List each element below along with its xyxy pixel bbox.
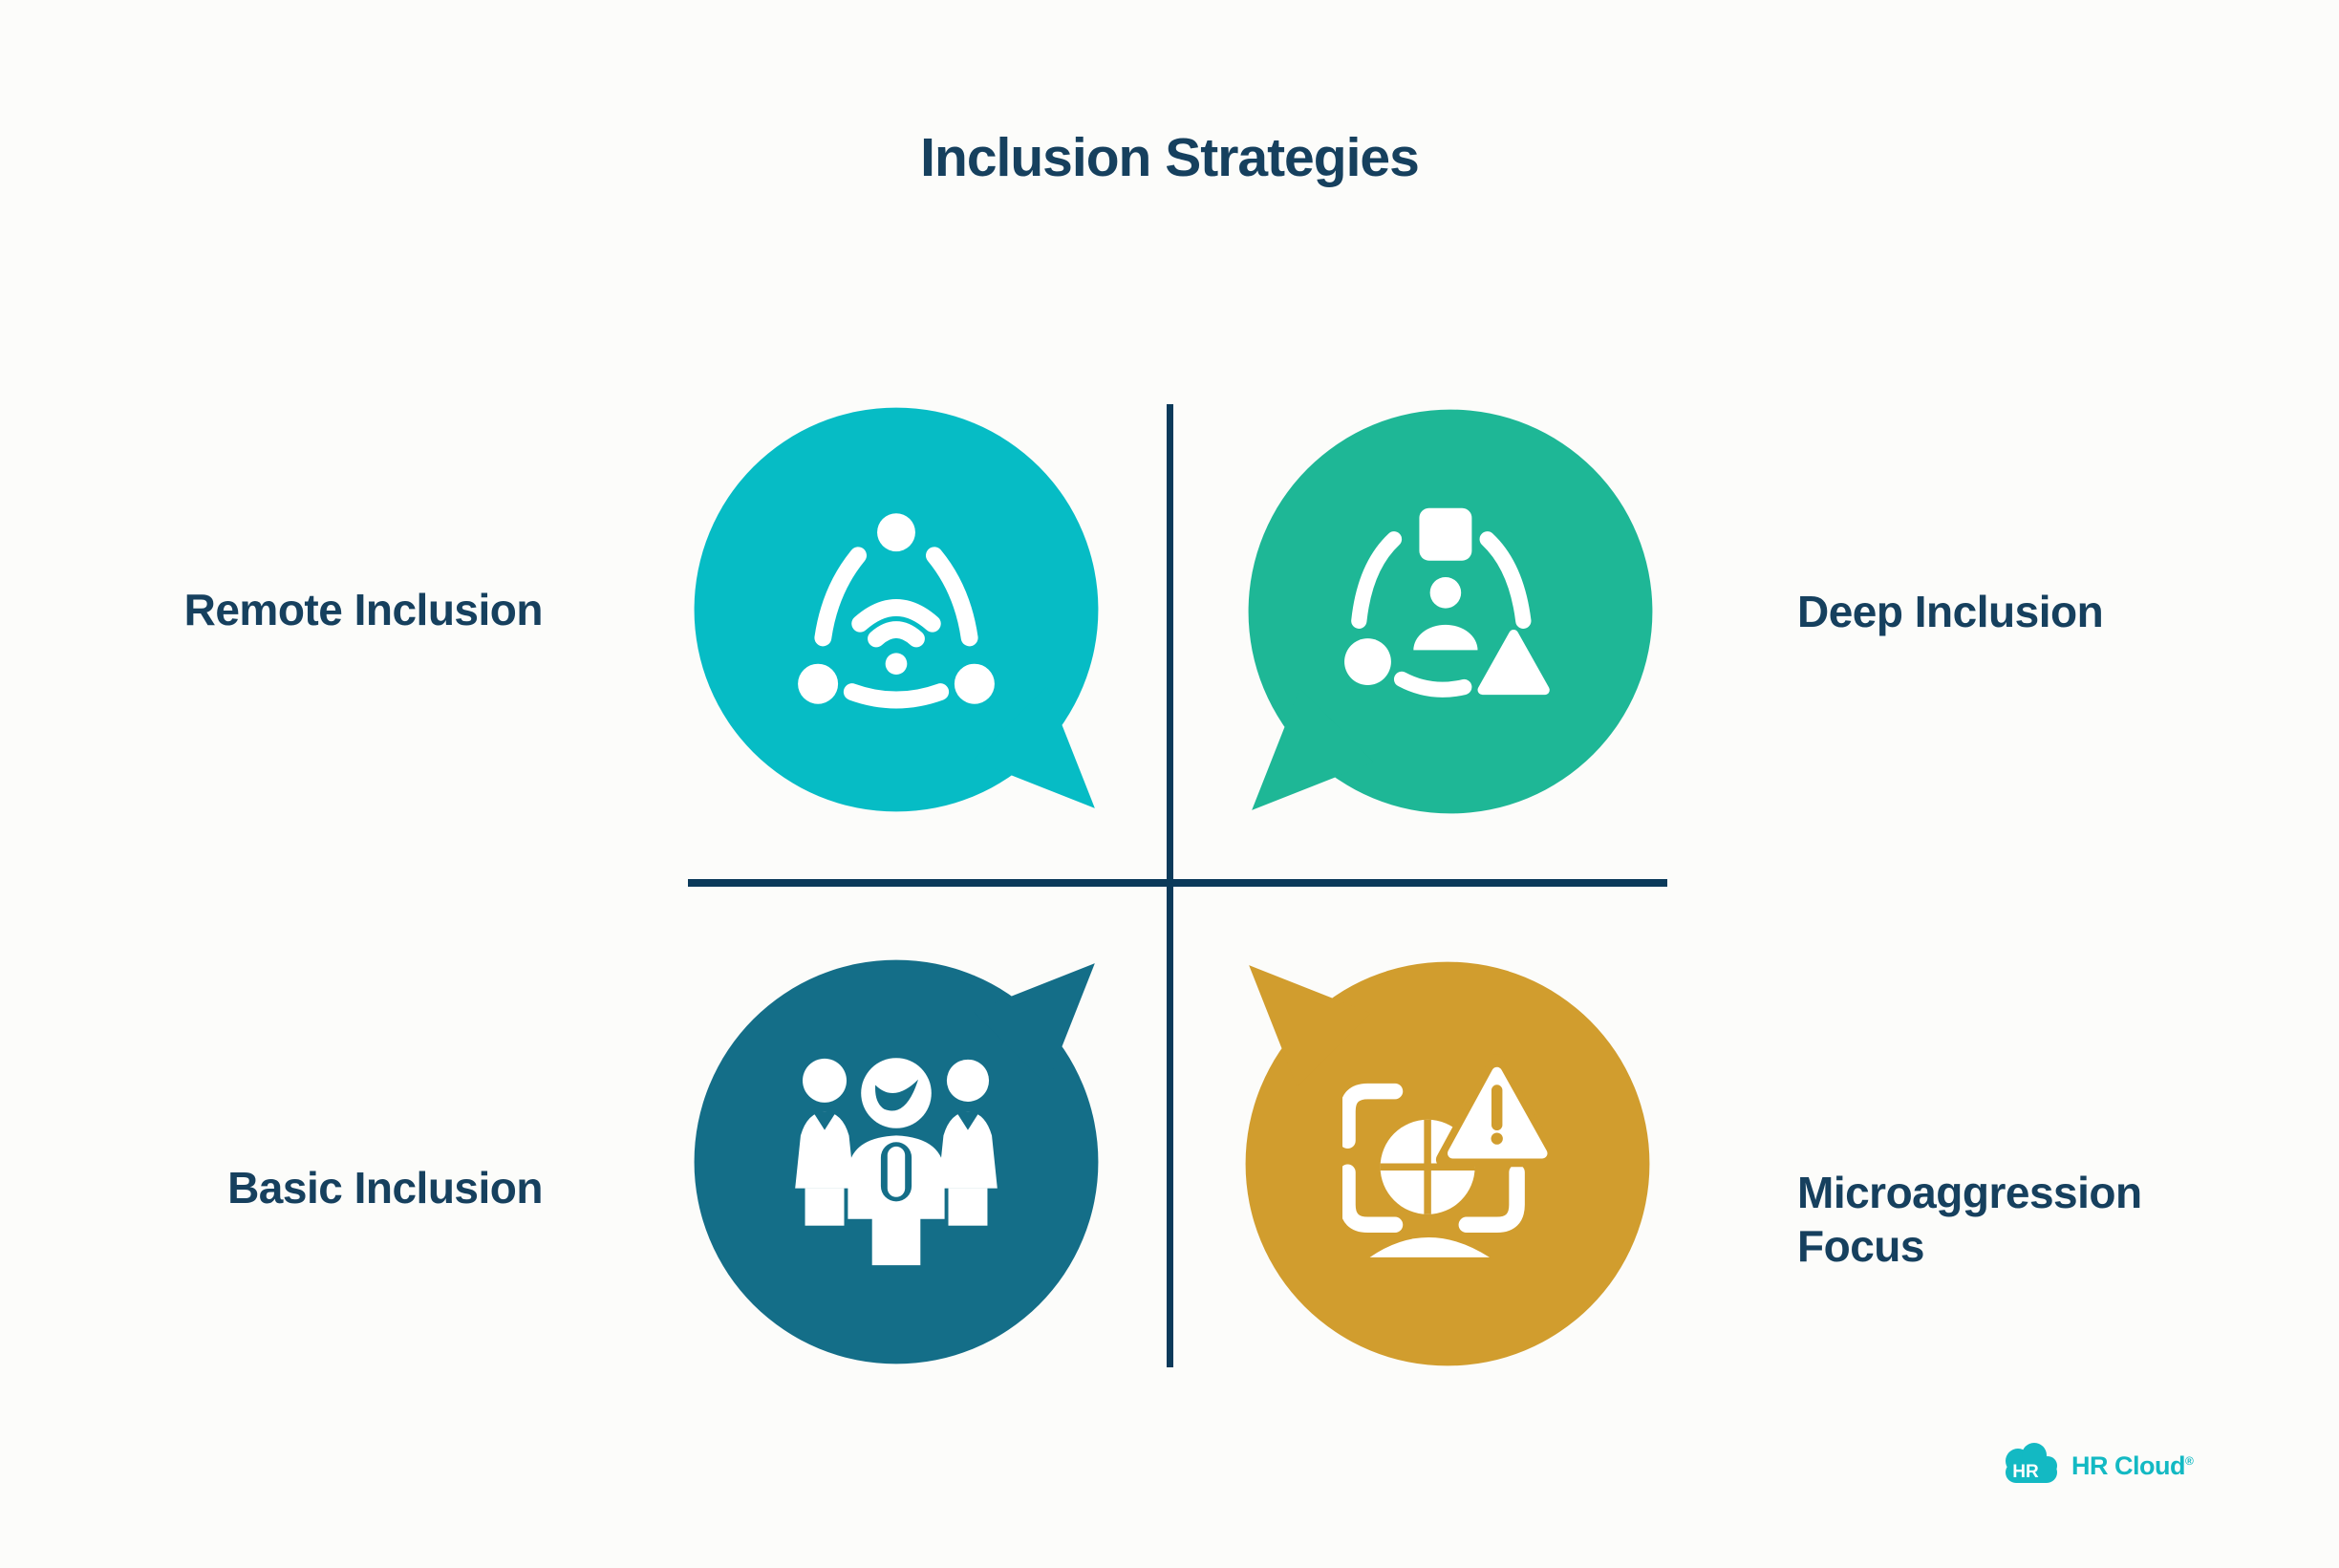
logo-brand-wordmark: HR Cloud: [2071, 1451, 2185, 1480]
logo-brand-text: HR Cloud®: [2071, 1436, 2194, 1491]
label-remote-inclusion: Remote Inclusion: [183, 585, 544, 634]
person-diversity-shapes-icon: [1344, 507, 1550, 698]
bubble-basic-inclusion: [691, 956, 1102, 1367]
logo-badge-text: HR: [2012, 1462, 2039, 1482]
speech-bubble-shape: [1248, 409, 1653, 814]
remote-network-wifi-icon: [798, 513, 995, 709]
team-group-icon: [795, 1058, 998, 1266]
label-microaggression-focus: Microaggression Focus: [1797, 1168, 2142, 1272]
registered-trademark-symbol: ®: [2184, 1454, 2194, 1468]
bubble-microaggression-focus: [1242, 958, 1653, 1369]
bubble-deep-inclusion: [1245, 406, 1656, 817]
bubble-remote-inclusion: [691, 404, 1102, 815]
cloud-icon: HR: [2006, 1442, 2057, 1483]
hr-cloud-logo: HR HR Cloud®: [2000, 1436, 2194, 1491]
label-basic-inclusion: Basic Inclusion: [227, 1163, 543, 1213]
globe-warning-detection-icon: [1342, 1054, 1553, 1257]
axis-horizontal-line: [688, 879, 1667, 887]
label-deep-inclusion: Deep Inclusion: [1797, 587, 2104, 636]
page-title: Inclusion Strategies: [920, 127, 1420, 188]
